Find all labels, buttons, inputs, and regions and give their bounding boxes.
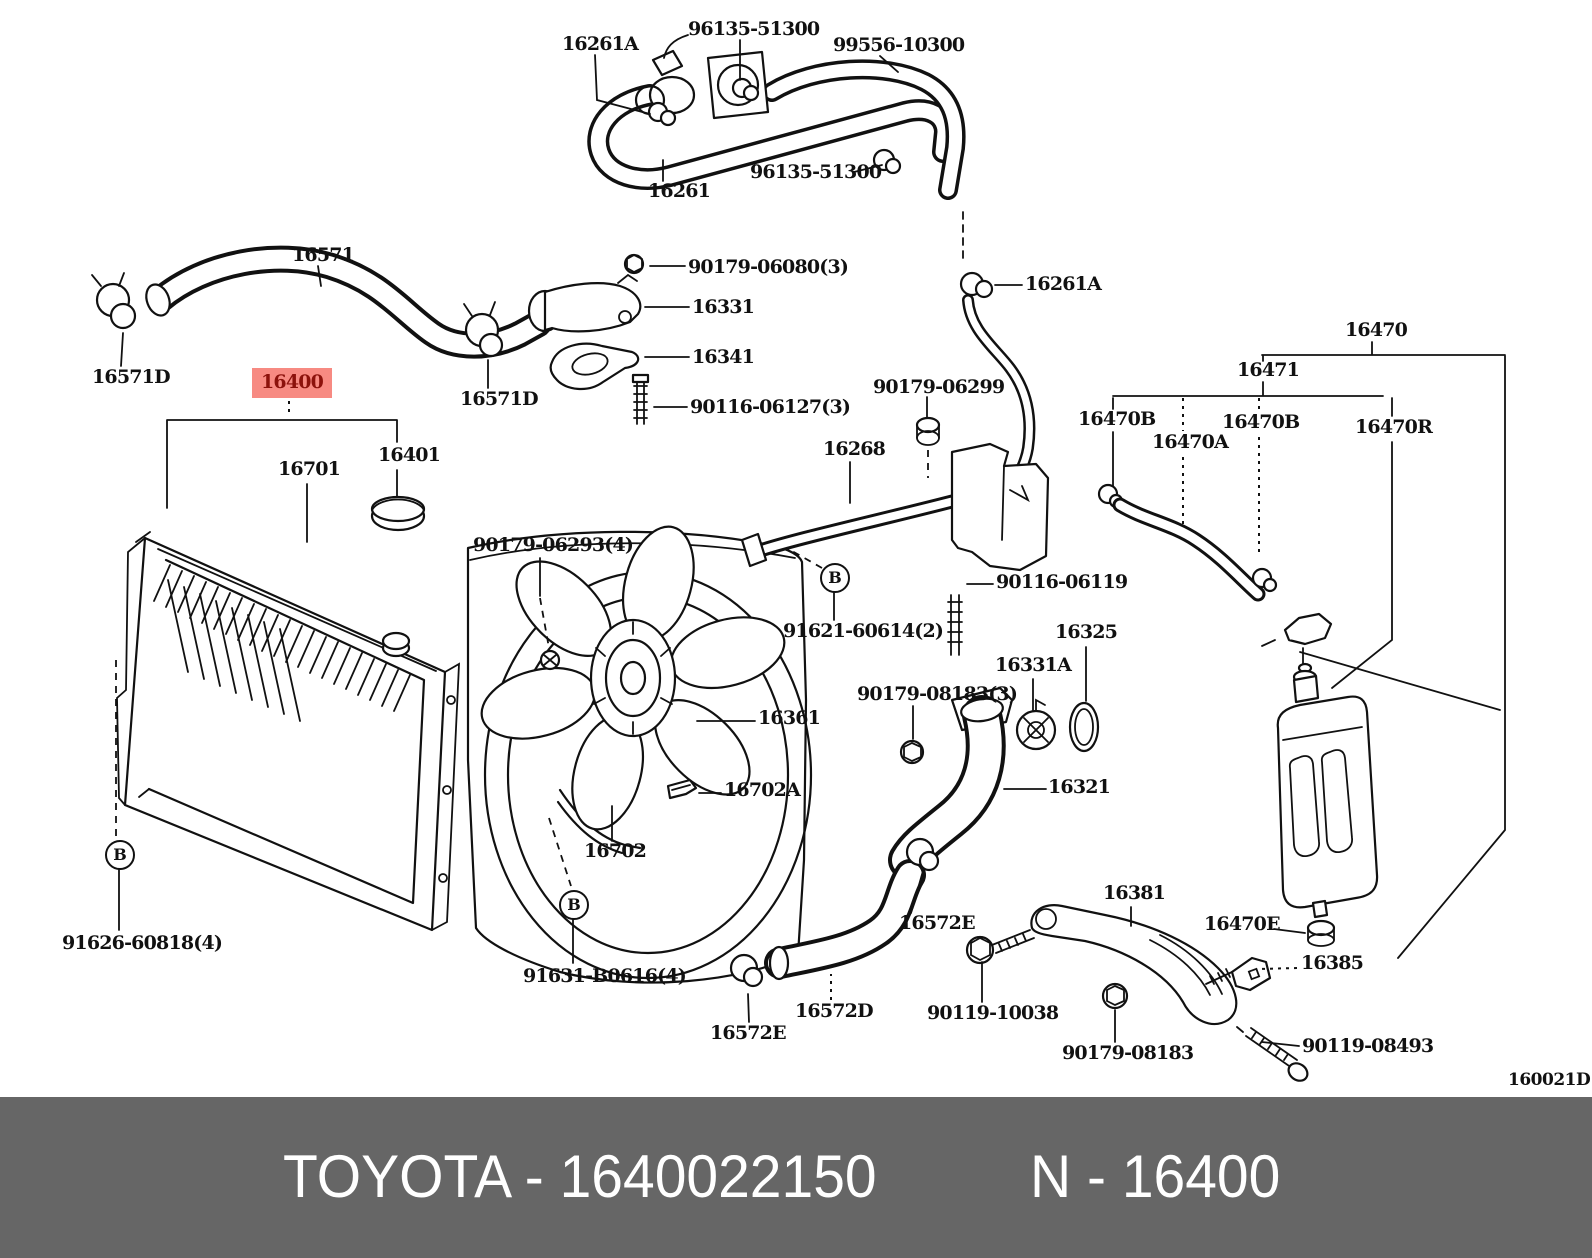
part-label-16571d-right[interactable]: 16571D (460, 388, 539, 410)
pipe-16268-drawing (740, 416, 1050, 656)
part-label-16361[interactable]: 16361 (758, 707, 821, 729)
hose-16571-drawing (91, 245, 552, 359)
part-label-16400-highlighted[interactable]: 16400 (252, 368, 333, 398)
callout-b-1: B (105, 840, 135, 870)
footer-bar: TOYOTA - 1640022150 N - 16400 (0, 1097, 1592, 1258)
part-label-16325[interactable]: 16325 (1055, 621, 1118, 643)
footer-figure-number: N - 16400 (1030, 1143, 1281, 1210)
part-label-90116-06119[interactable]: 90116-06119 (996, 571, 1128, 593)
part-label-16470b-2[interactable]: 16470B (1222, 411, 1300, 433)
part-label-91626[interactable]: 91626-60818(4) (62, 932, 223, 954)
part-label-16572e-right[interactable]: 16572E (899, 912, 976, 934)
part-label-16381[interactable]: 16381 (1103, 882, 1166, 904)
leader-lines (118, 34, 1306, 1047)
part-label-16702a[interactable]: 16702A (724, 779, 801, 801)
part-label-16572e-left[interactable]: 16572E (710, 1022, 787, 1044)
part-label-90116-06127[interactable]: 90116-06127(3) (690, 396, 851, 418)
part-label-16261a-top[interactable]: 16261A (562, 33, 639, 55)
part-label-16261[interactable]: 16261 (648, 180, 711, 202)
part-label-90179-06299[interactable]: 90179-06299 (873, 376, 1005, 398)
part-label-90179-06293[interactable]: 90179-06293(4) (473, 534, 634, 556)
part-label-90119-08493[interactable]: 90119-08493 (1302, 1035, 1434, 1057)
part-label-90179-08183[interactable]: 90179-08183 (1062, 1042, 1194, 1064)
reservoir-16470-drawing (1097, 341, 1506, 992)
figure-code: 160021D (1508, 1070, 1591, 1090)
part-label-90119-10038[interactable]: 90119-10038 (927, 1002, 1059, 1024)
part-label-16385[interactable]: 16385 (1301, 952, 1364, 974)
part-label-16470b-1[interactable]: 16470B (1078, 408, 1156, 430)
bracket-16381-drawing (965, 904, 1309, 1082)
callout-b-3: B (559, 890, 589, 920)
part-label-16321[interactable]: 16321 (1048, 776, 1111, 798)
radiator-16400-drawing (115, 531, 460, 932)
part-label-16261a-right[interactable]: 16261A (1025, 273, 1102, 295)
part-label-91631[interactable]: 91631-B0616(4) (523, 965, 687, 987)
part-label-90179-06080[interactable]: 90179-06080(3) (688, 256, 849, 278)
part-label-96135-top[interactable]: 96135-51300 (688, 18, 820, 40)
bolt-90179-06293-drawing (539, 557, 561, 671)
part-label-16470r[interactable]: 16470R (1355, 416, 1433, 438)
radiator-cap-16401-drawing (166, 401, 426, 543)
hose-16572d-drawing (729, 837, 940, 988)
pipe-16321-drawing (888, 695, 1006, 880)
footer-part-number: TOYOTA - 1640022150 (283, 1143, 877, 1210)
callout-b-2: B (820, 563, 850, 593)
part-label-99556[interactable]: 99556-10300 (833, 34, 965, 56)
hose-16261-drawing (587, 84, 956, 190)
part-label-16470[interactable]: 16470 (1345, 319, 1408, 341)
part-label-16470a[interactable]: 16470A (1152, 431, 1229, 453)
part-label-16341[interactable]: 16341 (692, 346, 755, 368)
part-label-96135-mid[interactable]: 96135-51300 (750, 161, 882, 183)
diagram-line-art (91, 34, 1506, 1082)
part-label-16331[interactable]: 16331 (692, 296, 755, 318)
part-label-16268[interactable]: 16268 (823, 438, 886, 460)
water-outlet-16331-drawing (527, 253, 650, 425)
part-label-90179-08183-3[interactable]: 90179-08183(3) (857, 683, 1018, 705)
part-label-16471[interactable]: 16471 (1237, 359, 1300, 381)
part-label-16571d-left[interactable]: 16571D (92, 366, 171, 388)
fan-16361-drawing (480, 525, 786, 831)
part-label-16470e[interactable]: 16470E (1204, 913, 1281, 935)
part-label-16701[interactable]: 16701 (278, 458, 341, 480)
part-label-16572d[interactable]: 16572D (795, 1000, 874, 1022)
part-label-16331a[interactable]: 16331A (995, 654, 1072, 676)
part-label-16571[interactable]: 16571 (292, 244, 355, 266)
part-label-91621[interactable]: 91621-60614(2) (783, 620, 944, 642)
part-label-16401[interactable]: 16401 (378, 444, 441, 466)
part-label-16702[interactable]: 16702 (584, 840, 647, 862)
